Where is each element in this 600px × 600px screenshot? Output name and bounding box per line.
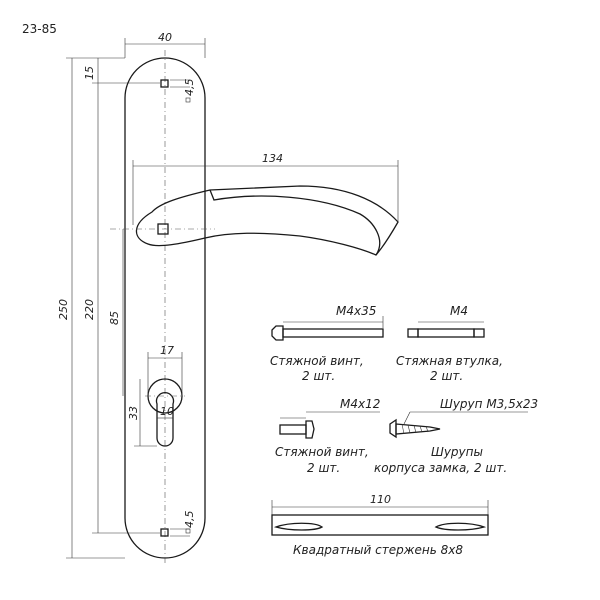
bottom-mount-hole [160,528,169,537]
top-offset-dim: 15 [83,66,96,80]
screw-m4x35 [271,316,384,341]
screw-long-caption-2: 2 шт. [302,369,335,383]
bottom-hole-dim: 4,5 [183,511,196,529]
handle-lever [135,185,399,256]
wood-screw-caption-1: Шурупы [431,445,483,459]
plate-width-dim: 40 [158,31,172,44]
screw-long-caption-1: Стяжной винт, [270,354,364,368]
top-hole-marker [185,97,191,103]
handle-length-dim: 134 [262,152,283,165]
bushing-caption-2: 2 шт. [430,369,463,383]
bushing-m4 [407,321,485,338]
screw-short-caption-1: Стяжной винт, [275,445,369,459]
cylinder-cutout [155,391,175,447]
handle-edge-highlight [209,189,381,256]
spindle-length-dim: 110 [370,493,391,506]
cylinder-width-dim: 17 [160,344,174,357]
square-spindle [271,500,489,536]
top-mount-hole [160,79,169,88]
screw-short-caption-2: 2 шт. [307,461,340,475]
cylinder-height-dim: 33 [127,406,140,420]
screw-m4x12 [279,411,380,439]
handle-cylinder-dim: 85 [108,311,121,325]
model-code: 23-85 [22,22,57,36]
screw-long-spec: M4x35 [336,304,376,318]
screw-short-spec: M4x12 [340,397,380,411]
wood-screw-spec: Шуруп М3,5x23 [440,397,538,411]
wood-screw [389,411,528,439]
bushing-spec: M4 [450,304,468,318]
spindle-caption: Квадратный стержень 8x8 [293,543,463,557]
hole-span-dim: 220 [83,299,96,320]
bottom-hole-marker [185,528,191,534]
cylinder-slot-dim: 10 [160,405,174,418]
total-height-dim: 250 [57,299,70,320]
wood-screw-caption-2: корпуса замка, 2 шт. [374,461,507,475]
bushing-caption-1: Стяжная втулка, [396,354,503,368]
